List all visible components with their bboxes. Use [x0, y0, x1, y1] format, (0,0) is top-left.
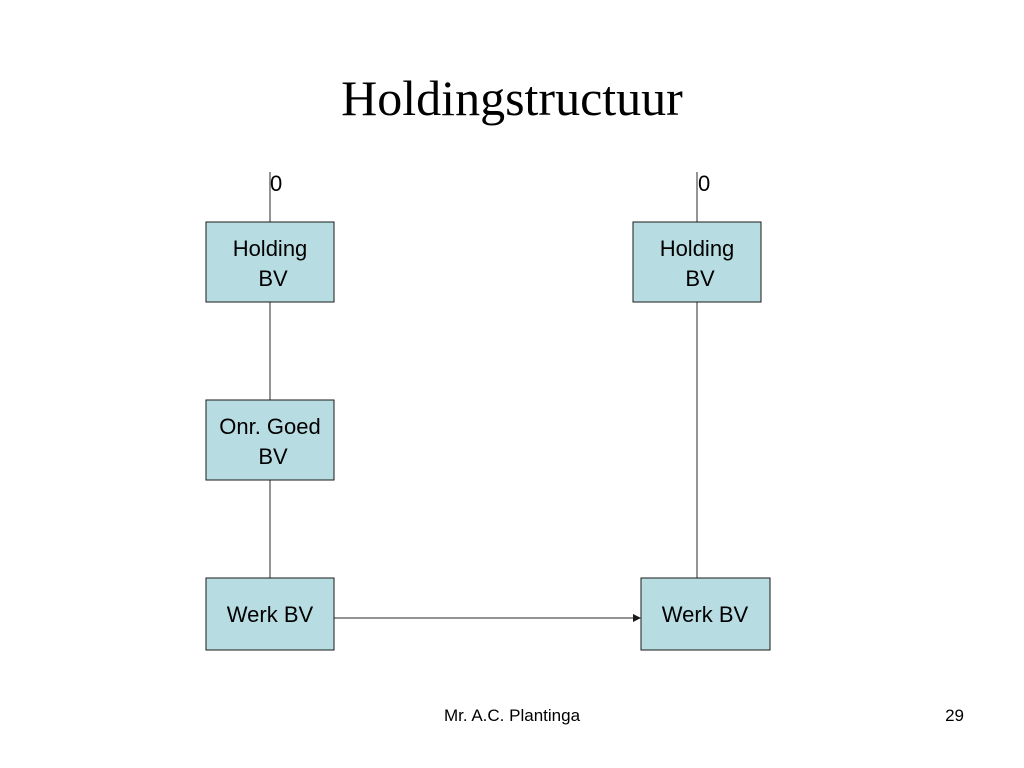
right-top-label: 0 — [698, 171, 710, 196]
right-holding-bv-box: Holding BV — [632, 221, 762, 303]
footer-author: Mr. A.C. Plantinga — [443, 706, 581, 725]
right-holding-label-line2: BV — [685, 266, 715, 291]
left-onroerend-goed-bv-box: Onr. Goed BV — [205, 399, 335, 481]
right-werk-label: Werk BV — [662, 602, 749, 627]
right-holding-label-line1: Holding — [660, 236, 735, 261]
left-top-label: 0 — [270, 171, 282, 196]
left-holding-label-line1: Holding — [233, 236, 308, 261]
left-holding-bv-box: Holding BV — [205, 221, 335, 303]
page-number: 29 — [945, 706, 964, 725]
left-onroerend-label-line2: BV — [258, 444, 288, 469]
slide-title: Holdingstructuur — [341, 70, 683, 126]
right-werk-bv-box: Werk BV — [640, 577, 771, 651]
left-werk-bv-box: Werk BV — [205, 577, 335, 651]
left-onroerend-label-line1: Onr. Goed — [219, 414, 321, 439]
left-holding-label-line2: BV — [258, 266, 288, 291]
left-werk-label: Werk BV — [227, 602, 314, 627]
